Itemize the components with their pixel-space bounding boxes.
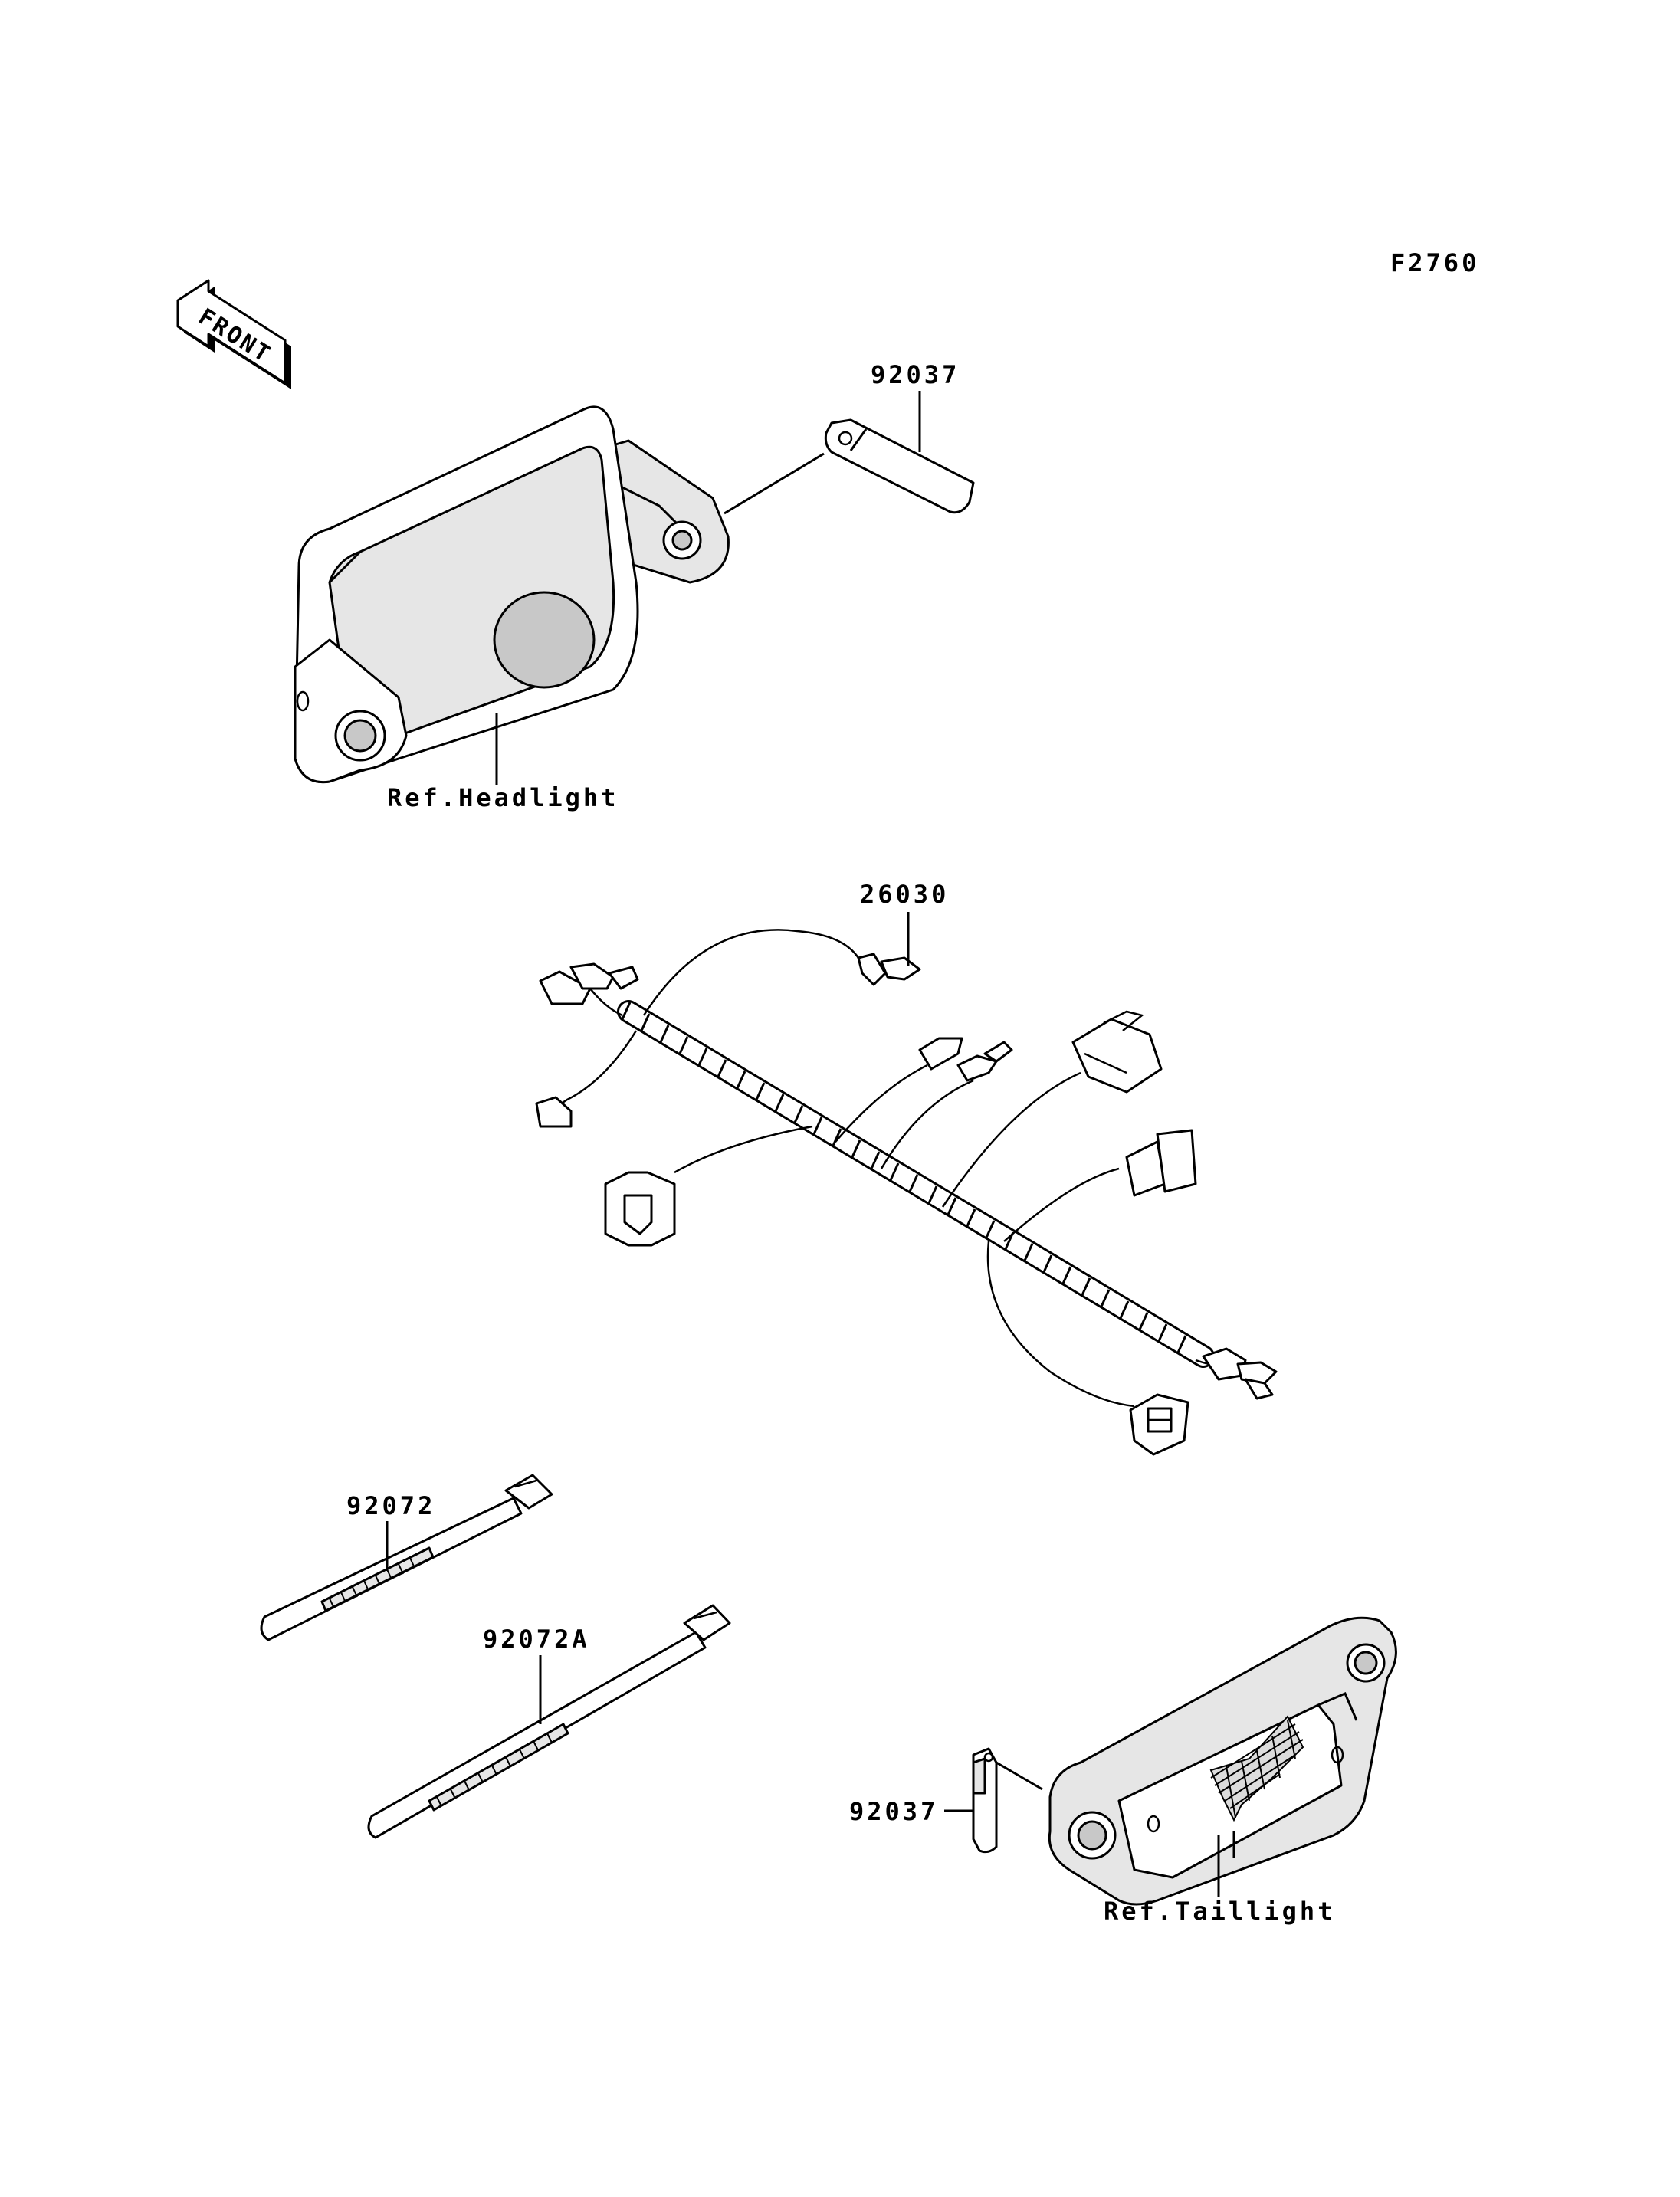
label-92072a: 92072A [483,1625,590,1654]
label-ref-headlight: Ref.Headlight [387,783,619,812]
clamp-92037-bottom: 92037 [849,1747,1043,1854]
clamp-92037-top: 92037 [724,360,975,515]
front-arrow-icon: FRONT [176,279,291,389]
label-92072: 92072 [346,1491,435,1520]
label-26030: 26030 [860,880,949,909]
band-92072a: 92072A [367,1604,731,1839]
figure-code: F2760 [1390,248,1479,277]
label-ref-taillight: Ref.Taillight [1104,1897,1335,1926]
label-92037-bottom: 92037 [849,1797,938,1826]
taillight-assembly [1048,1616,1397,1906]
wire-harness-26030: 26030 [535,880,1278,1456]
band-92072: 92072 [260,1474,553,1641]
label-92037-top: 92037 [871,360,960,389]
headlight-assembly [294,405,730,784]
